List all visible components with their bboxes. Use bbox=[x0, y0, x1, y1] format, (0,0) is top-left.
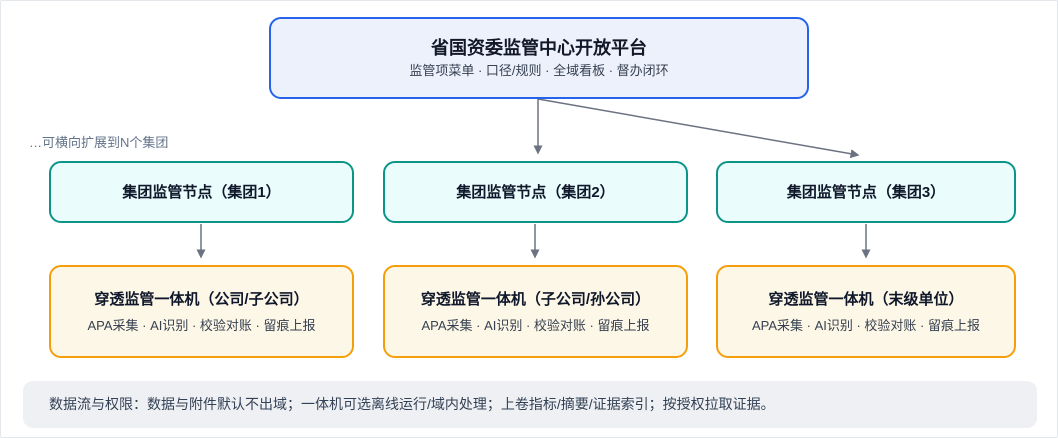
platform-subtitle: 监管项菜单 · 口径/规则 · 全域看板 · 督办闭环 bbox=[409, 63, 669, 78]
appliance-subtitle: APA采集 · AI识别 · 校验对账 · 留痕上报 bbox=[421, 317, 650, 333]
appliance-title: 穿透监管一体机（公司/子公司） bbox=[94, 290, 309, 308]
group-node-label: 集团监管节点（集团1） bbox=[122, 183, 281, 201]
appliance-subtitle: APA采集 · AI识别 · 校验对账 · 留痕上报 bbox=[752, 317, 980, 333]
appliance-box-2: 穿透监管一体机（子公司/孙公司） APA采集 · AI识别 · 校验对账 · 留… bbox=[383, 265, 688, 358]
appliance-box-3: 穿透监管一体机（末级单位） APA采集 · AI识别 · 校验对账 · 留痕上报 bbox=[716, 265, 1016, 358]
group-node-3: 集团监管节点（集团3） bbox=[716, 161, 1016, 223]
appliance-box-1: 穿透监管一体机（公司/子公司） APA采集 · AI识别 · 校验对账 · 留痕… bbox=[49, 265, 354, 358]
group-node-label: 集团监管节点（集团3） bbox=[786, 183, 946, 201]
appliance-subtitle: APA采集 · AI识别 · 校验对账 · 留痕上报 bbox=[87, 317, 316, 333]
group-node-1: 集团监管节点（集团1） bbox=[49, 161, 354, 223]
expand-note: …可横向扩展到N个集团 bbox=[29, 135, 169, 150]
group-node-label: 集团监管节点（集团2） bbox=[456, 183, 615, 201]
appliance-title: 穿透监管一体机（末级单位） bbox=[768, 290, 964, 308]
platform-title: 省国资委监管中心开放平台 bbox=[431, 38, 647, 58]
group-node-2: 集团监管节点（集团2） bbox=[383, 161, 688, 223]
connector-platform-to-group3 bbox=[537, 98, 860, 159]
platform-box: 省国资委监管中心开放平台 监管项菜单 · 口径/规则 · 全域看板 · 督办闭环 bbox=[269, 17, 809, 99]
appliance-title: 穿透监管一体机（子公司/孙公司） bbox=[420, 290, 651, 308]
footer-note-text: 数据流与权限：数据与附件默认不出域；一体机可选离线运行/域内处理；上卷指标/摘要… bbox=[49, 396, 775, 413]
footer-note-bar: 数据流与权限：数据与附件默认不出域；一体机可选离线运行/域内处理；上卷指标/摘要… bbox=[23, 381, 1037, 428]
